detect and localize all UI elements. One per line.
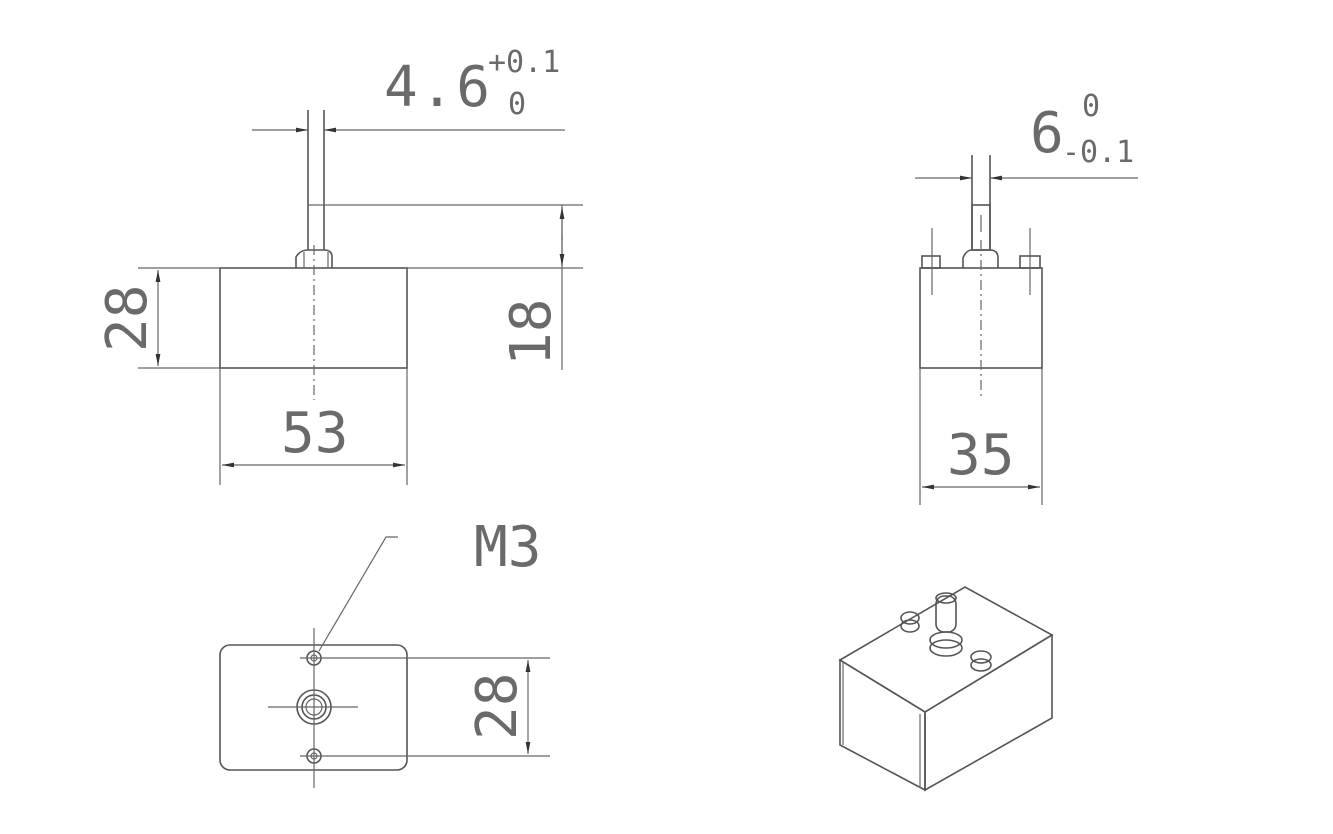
top-face <box>838 586 1054 713</box>
shaft-diameter-label: 4.6 <box>384 55 490 120</box>
width-label: 53 <box>281 401 348 466</box>
isometric-view <box>838 586 1054 792</box>
iso-pin-left <box>900 611 920 625</box>
height-label: 28 <box>95 285 160 352</box>
side-view: 6 0 -0.1 35 <box>915 89 1138 505</box>
iso-nut <box>929 631 963 649</box>
front-view: 4.6 +0.1 0 18 28 53 <box>95 45 583 485</box>
hole-spacing-label: 28 <box>465 673 530 740</box>
shaft-length-label: 18 <box>499 299 564 366</box>
shaft-diameter-label: 6 <box>1030 101 1064 166</box>
left-face <box>839 658 926 792</box>
leader-line <box>318 536 398 652</box>
bottom-view: 28 M3 <box>219 515 550 788</box>
shaft-tol-upper: +0.1 <box>488 45 560 80</box>
shaft-tol-lower: 0 <box>508 87 526 122</box>
pin-left <box>921 255 941 269</box>
thread-label: M3 <box>474 515 541 580</box>
shaft-tol-upper: 0 <box>1082 89 1100 124</box>
right-face <box>924 633 1053 792</box>
shaft-tol-lower: -0.1 <box>1062 135 1134 170</box>
iso-pin-right <box>970 650 992 664</box>
depth-label: 35 <box>947 423 1014 488</box>
nut <box>295 249 333 268</box>
